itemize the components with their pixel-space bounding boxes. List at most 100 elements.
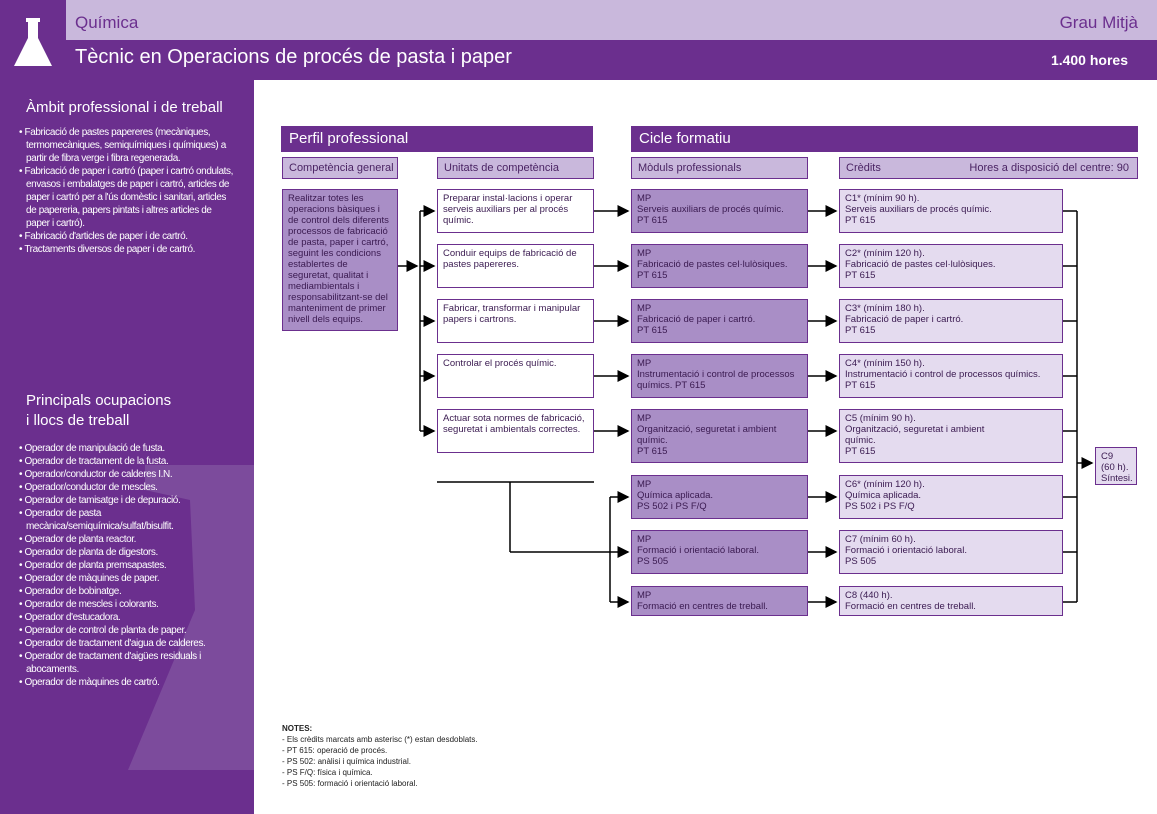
ambit-item: Fabricació de paper i cartró (paper i ca… xyxy=(19,165,234,230)
unit-box: Controlar el procés químic. xyxy=(437,354,594,398)
c9-line: (60 h). xyxy=(1101,462,1129,473)
hores-centre-label: Hores a disposició del centre: 90 xyxy=(969,162,1129,174)
credit-box: C6* (mínim 120 h). Química aplicada. PS … xyxy=(839,475,1063,519)
credit-line: C3* (mínim 180 h). xyxy=(845,303,925,314)
module-line: Serveis auxiliars de procés químic. xyxy=(637,204,784,215)
credit-box: C8 (440 h). Formació en centres de treba… xyxy=(839,586,1063,616)
credits-header: Crèdits Hores a disposició del centre: 9… xyxy=(839,157,1138,179)
credit-line: PT 615 xyxy=(845,446,876,457)
ocupacio-item: Operador/conductor de mescles. xyxy=(19,481,234,494)
ambit-item: Tractaments diversos de paper i de cartr… xyxy=(19,243,234,256)
module-line: MP xyxy=(637,303,652,314)
ocupacio-item: Operador de tractament d'aigües residual… xyxy=(19,650,234,676)
note-item: - PS F/Q: física i química. xyxy=(282,768,373,777)
credit-line: Fabricació de paper i cartró. xyxy=(845,314,964,325)
ambit-list: Fabricació de pastes papereres (mecàniqu… xyxy=(19,126,234,256)
unit-text: Actuar sota normes de fabricació, segure… xyxy=(443,413,585,435)
unitats-label: Unitats de competència xyxy=(437,157,594,179)
credit-line: Fabricació de pastes cel·lulòsiques. xyxy=(845,259,996,270)
header-title-band xyxy=(0,40,1157,80)
ocupacio-item: Operador d'estucadora. xyxy=(19,611,234,624)
credit-line: Organització, seguretat i ambient xyxy=(845,424,985,435)
note-item: - PS 505: formació i orientació laboral. xyxy=(282,779,418,788)
ambit-title: Àmbit professional i de treball xyxy=(26,99,223,116)
moduls-label: Mòduls professionals xyxy=(631,157,808,179)
module-box: MP Fabricació de pastes cel·lulòsiques. … xyxy=(631,244,808,288)
ocupacio-item: Operador de bobinatge. xyxy=(19,585,234,598)
unit-box: Conduir equips de fabricació de pastes p… xyxy=(437,244,594,288)
note-item: - PT 615: operació de procés. xyxy=(282,746,388,755)
unit-box: Fabricar, transformar i manipular papers… xyxy=(437,299,594,343)
unit-text: Conduir equips de fabricació de pastes p… xyxy=(443,248,577,270)
competencia-general-box: Realitzar totes les operacions bàsiques … xyxy=(282,189,398,331)
module-line: Instrumentació i control de processos xyxy=(637,369,795,380)
ambit-item: Fabricació de pastes papereres (mecàniqu… xyxy=(19,126,234,165)
credit-line: C8 (440 h). xyxy=(845,590,893,601)
credit-line: C6* (mínim 120 h). xyxy=(845,479,925,490)
module-line: PS 502 i PS F/Q xyxy=(637,501,707,512)
notes: NOTES: - Els crèdits marcats amb asteris… xyxy=(282,723,478,789)
module-line: PT 615 xyxy=(637,270,668,281)
credit-box: C3* (mínim 180 h). Fabricació de paper i… xyxy=(839,299,1063,343)
logo xyxy=(0,0,66,80)
note-item: - Els crèdits marcats amb asterisc (*) e… xyxy=(282,735,478,744)
perfil-title: Perfil professional xyxy=(281,126,593,152)
ocupacio-item: Operador de tamisatge i de depuració. xyxy=(19,494,234,507)
unit-text: Controlar el procés químic. xyxy=(443,358,557,369)
module-line: MP xyxy=(637,248,652,259)
sidebar: Àmbit professional i de treball Fabricac… xyxy=(0,80,254,814)
competencia-text: Realitzar totes les operacions bàsiques … xyxy=(288,193,389,325)
module-line: PT 615 xyxy=(637,325,668,336)
credit-line: químic. xyxy=(845,435,876,446)
ocupacio-item: Operador de pasta mecànica/semiquímica/s… xyxy=(19,507,234,533)
module-line: Química aplicada. xyxy=(637,490,714,501)
credit-box: C1* (mínim 90 h). Serveis auxiliars de p… xyxy=(839,189,1063,233)
credit-line: C2* (mínim 120 h). xyxy=(845,248,925,259)
module-box: MP Instrumentació i control de processos… xyxy=(631,354,808,398)
module-line: MP xyxy=(637,534,652,545)
subject-label: Química xyxy=(75,13,139,32)
module-box: MP Serveis auxiliars de procés químic. P… xyxy=(631,189,808,233)
credit-line: PT 615 xyxy=(845,215,876,226)
credit-line: C5 (mínim 90 h). xyxy=(845,413,916,424)
unit-box: Actuar sota normes de fabricació, segure… xyxy=(437,409,594,453)
c9-line: Síntesi. xyxy=(1101,473,1133,484)
module-line: Fabricació de pastes cel·lulòsiques. xyxy=(637,259,788,270)
module-line: PS 505 xyxy=(637,556,669,567)
credit-line: PT 615 xyxy=(845,325,876,336)
module-line: PT 615 xyxy=(637,215,668,226)
credits-label: Crèdits xyxy=(846,162,881,174)
c9-line: C9 xyxy=(1101,451,1114,462)
unit-text: Preparar instal·lacions i operar serveis… xyxy=(443,193,573,226)
credit-line: PT 615 xyxy=(845,270,876,281)
ocupacio-item: Operador de planta reactor. xyxy=(19,533,234,546)
module-line: MP xyxy=(637,479,652,490)
ambit-item: Fabricació d'articles de paper i de cart… xyxy=(19,230,234,243)
ocupacio-item: Operador de manipulació de fusta. xyxy=(19,442,234,455)
ocupacio-item: Operador de planta premsapastes. xyxy=(19,559,234,572)
credit-line: C1* (mínim 90 h). xyxy=(845,193,920,204)
module-line: químics. PT 615 xyxy=(637,380,706,391)
ocupacio-item: Operador de tractament de la fusta. xyxy=(19,455,234,468)
ocupacions-title-2: i llocs de treball xyxy=(26,412,130,429)
credit-line: PS 505 xyxy=(845,556,877,567)
ocupacio-item: Operador de màquines de cartró. xyxy=(19,676,234,689)
cicle-title: Cicle formatiu xyxy=(631,126,1138,152)
module-box: MP Fabricació de paper i cartró. PT 615 xyxy=(631,299,808,343)
credit-line: Instrumentació i control de processos qu… xyxy=(845,369,1041,380)
ocupacio-item: Operador de tractament d'aigua de calder… xyxy=(19,637,234,650)
ocupacions-title-1: Principals ocupacions xyxy=(26,392,172,409)
credit-line: C7 (mínim 60 h). xyxy=(845,534,916,545)
module-line: MP xyxy=(637,590,652,601)
module-line: Organització, seguretat i ambient xyxy=(637,424,777,435)
hours-label: 1.400 hores xyxy=(1050,52,1128,68)
module-box: MP Formació i orientació laboral. PS 505 xyxy=(631,530,808,574)
module-box: MP Química aplicada. PS 502 i PS F/Q xyxy=(631,475,808,519)
unit-text: Fabricar, transformar i manipular papers… xyxy=(443,303,581,325)
module-line: Fabricació de paper i cartró. xyxy=(637,314,756,325)
competencia-label: Competència general xyxy=(282,157,398,179)
credit-box: C5 (mínim 90 h). Organització, seguretat… xyxy=(839,409,1063,463)
module-line: PT 615 xyxy=(637,446,668,457)
module-line: Formació i orientació laboral. xyxy=(637,545,759,556)
